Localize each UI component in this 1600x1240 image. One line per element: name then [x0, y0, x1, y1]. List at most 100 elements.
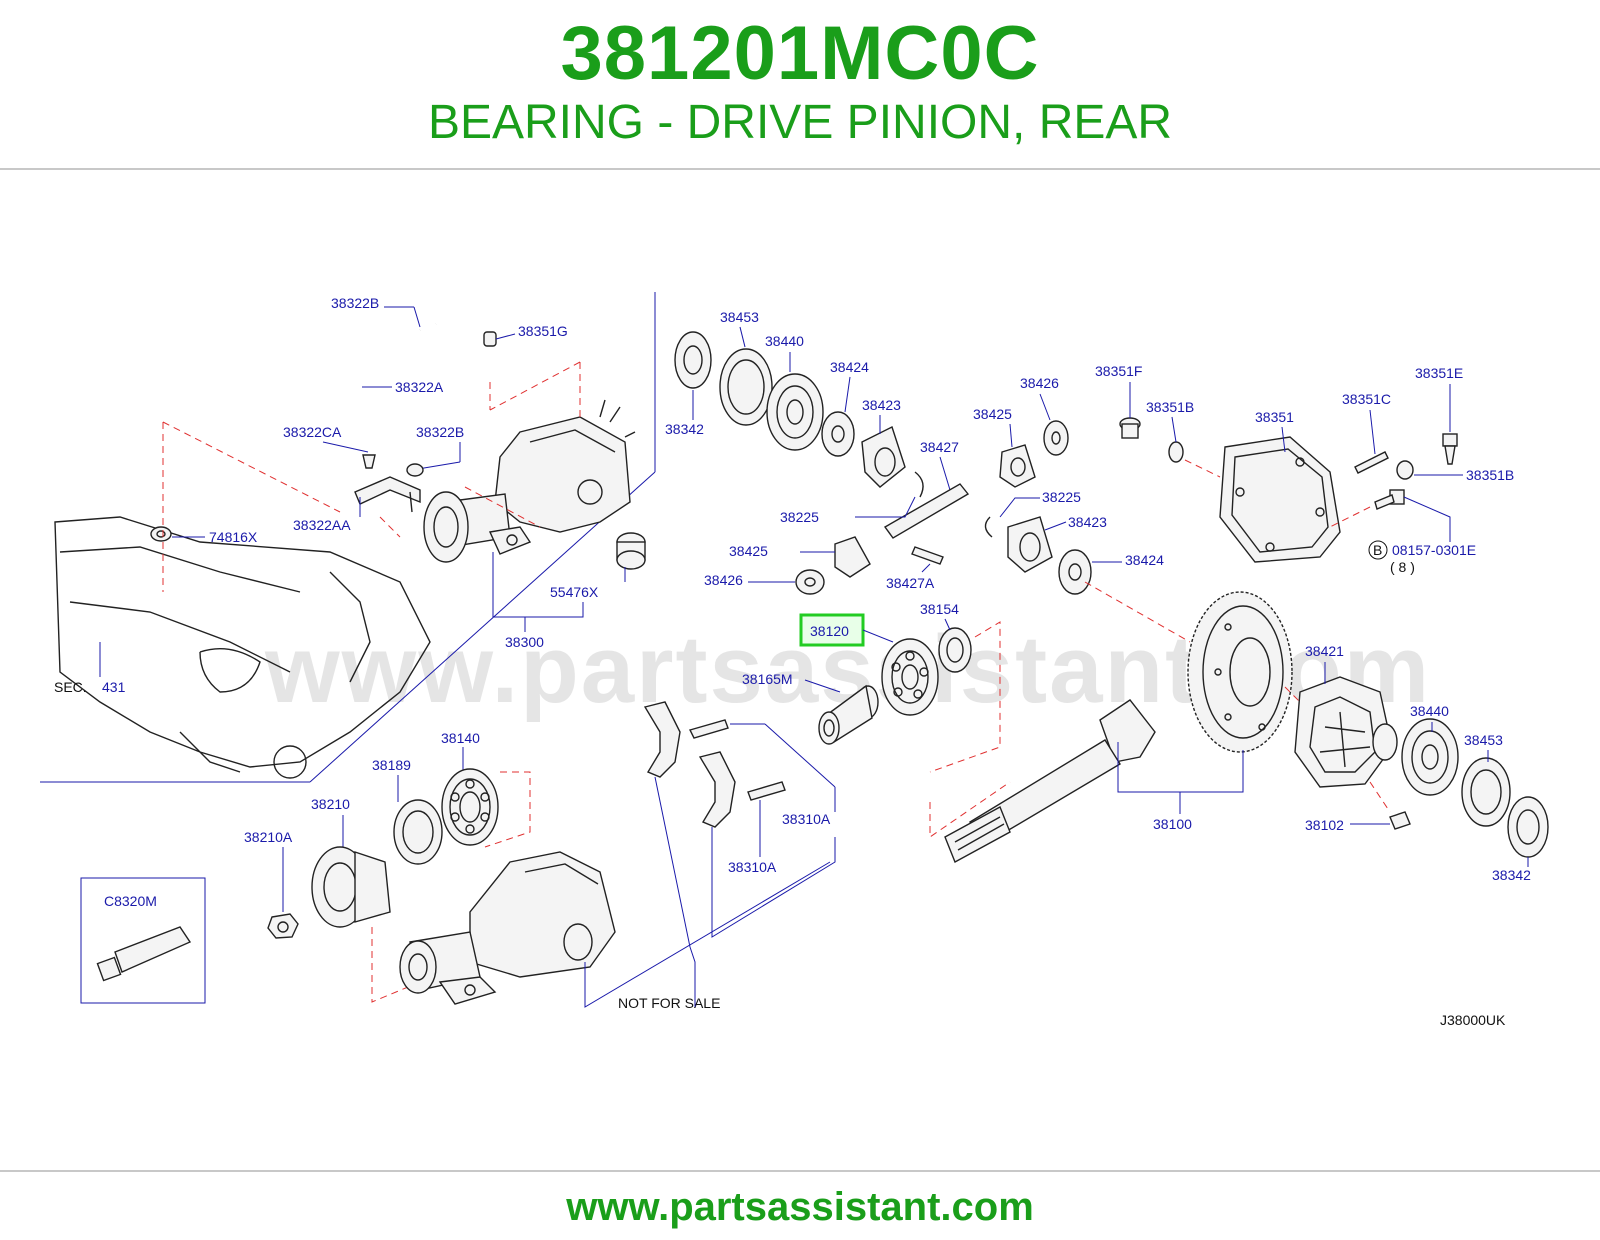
plug-38351f — [1119, 417, 1141, 439]
leader-38351b-top — [1171, 416, 1177, 443]
gear-38423-top — [861, 426, 906, 488]
dashed-guide — [1184, 459, 1221, 478]
footer-divider — [0, 1170, 1600, 1172]
seal-38440-top — [719, 348, 773, 426]
bearing-38453-top — [674, 331, 712, 389]
callout-38351f: 38351F — [1095, 363, 1142, 379]
bolt-marker-b-text: B — [1373, 542, 1382, 558]
callout-38440-right: 38440 — [1410, 703, 1449, 719]
pin-38427a — [911, 546, 944, 565]
sealant-tube — [96, 926, 192, 982]
bearing-38140 — [441, 768, 499, 846]
adjuster-38310a-1 — [643, 701, 729, 778]
callout-38423-right: 38423 — [1068, 514, 1107, 530]
differential-case-38421 — [1294, 676, 1398, 788]
callout-38154: 38154 — [920, 601, 959, 617]
flange-38210 — [311, 846, 391, 928]
drive-pinion-38100 — [944, 699, 1156, 863]
callout-38421: 38421 — [1305, 643, 1344, 659]
callout-38165m: 38165M — [742, 671, 793, 687]
bolt-38102 — [1389, 811, 1411, 830]
leader-38453-top — [739, 326, 746, 348]
bearing-38342-right — [1507, 796, 1549, 858]
bolt-quantity: ( 8 ) — [1390, 559, 1415, 575]
leader-38427a — [921, 563, 931, 573]
dashed-guide — [484, 771, 531, 848]
callout-38424-right: 38424 — [1125, 552, 1164, 568]
dashed-guide — [1084, 581, 1191, 643]
clip-38322ca — [362, 454, 424, 477]
callout-38342-right: 38342 — [1492, 867, 1531, 883]
dashed-guide — [464, 486, 541, 528]
callout-38351b-right: 38351B — [1466, 467, 1514, 483]
leader-38322b-1b — [413, 306, 421, 328]
callout-38424-top: 38424 — [830, 359, 869, 375]
bearing-38440-top — [766, 373, 824, 451]
leader-38424-top — [844, 376, 851, 413]
washer-38426-left — [795, 569, 825, 595]
differential-carrier-upper — [423, 399, 636, 563]
diagram-canvas: www.partsassistant.com SEC. 431 74816X 3… — [40, 292, 1549, 1028]
leader-38154 — [944, 618, 951, 631]
callout-38322a: 38322A — [395, 379, 444, 395]
bearing-38120 — [881, 638, 939, 716]
callout-38120-highlighted[interactable]: 38120 — [810, 623, 849, 639]
dashed-guide — [1284, 686, 1301, 703]
bolt-38351e — [1442, 433, 1458, 465]
highlight-box-38120 — [799, 613, 865, 647]
leader-38426-right — [1039, 393, 1051, 421]
gear-38423-right — [1007, 516, 1053, 573]
bracket-38322aa — [354, 476, 421, 513]
callout-38210a: 38210A — [244, 829, 293, 845]
bearing-38440-right — [1401, 718, 1459, 796]
nut-38210a — [267, 913, 299, 939]
part-description: BEARING - DRIVE PINION, REAR — [427, 96, 1173, 149]
dashed-guide — [379, 516, 401, 538]
leader-38322ca — [322, 441, 369, 453]
callout-38102: 38102 — [1305, 817, 1344, 833]
leader-38310a-group — [654, 776, 836, 948]
leader-38425-right — [1009, 423, 1013, 448]
callout-08157-0301e: 08157-0301E — [1392, 542, 1476, 558]
callout-38342-top: 38342 — [665, 421, 704, 437]
snap-ring-38225-top — [914, 471, 924, 498]
callout-38423-top: 38423 — [862, 397, 901, 413]
diagram-code: J38000UK — [1440, 1012, 1506, 1028]
callout-74816x: 74816X — [209, 529, 258, 545]
ring-gear-38100 — [1187, 591, 1293, 753]
breather-hose — [351, 315, 497, 468]
leader-38120 — [862, 629, 894, 643]
footer-website-link[interactable]: www.partsassistant.com — [566, 1185, 1034, 1229]
dashed-guide — [489, 361, 581, 411]
dashed-guide — [371, 927, 421, 1003]
snap-ring-38225-right — [984, 516, 993, 538]
leader-38322b-2b — [417, 461, 461, 470]
leader-38310a-b — [764, 723, 836, 788]
seal-38189 — [393, 799, 443, 865]
callout-38427: 38427 — [920, 439, 959, 455]
callout-38100: 38100 — [1153, 816, 1192, 832]
header-divider — [0, 168, 1600, 170]
subframe-illustration — [54, 516, 431, 779]
callout-55476x: 55476X — [550, 584, 599, 600]
sec-number: 431 — [102, 679, 126, 695]
callout-38440-top: 38440 — [765, 333, 804, 349]
callout-38351g: 38351G — [518, 323, 568, 339]
dashed-guide — [929, 621, 1001, 773]
washer-38424-right — [1058, 549, 1092, 595]
callout-38210: 38210 — [311, 796, 350, 812]
leader-38423-right — [1044, 521, 1067, 531]
callout-38351: 38351 — [1255, 409, 1294, 425]
callout-38453-right: 38453 — [1464, 732, 1503, 748]
differential-carrier-lower — [399, 851, 616, 1005]
exploded-parts-diagram: www.partsassistant.com SEC. 431 74816X 3… — [0, 172, 1600, 1168]
callout-38351c: 38351C — [1342, 391, 1391, 407]
leader-08157 — [1403, 496, 1451, 542]
leader-38427 — [939, 456, 951, 491]
stud-38351c — [1354, 451, 1389, 474]
dashed-guide — [1369, 781, 1391, 813]
leader-38225-right — [999, 497, 1040, 518]
washer-38426-right — [1043, 420, 1069, 456]
callout-38189: 38189 — [372, 757, 411, 773]
bracket-38300 — [492, 552, 584, 618]
